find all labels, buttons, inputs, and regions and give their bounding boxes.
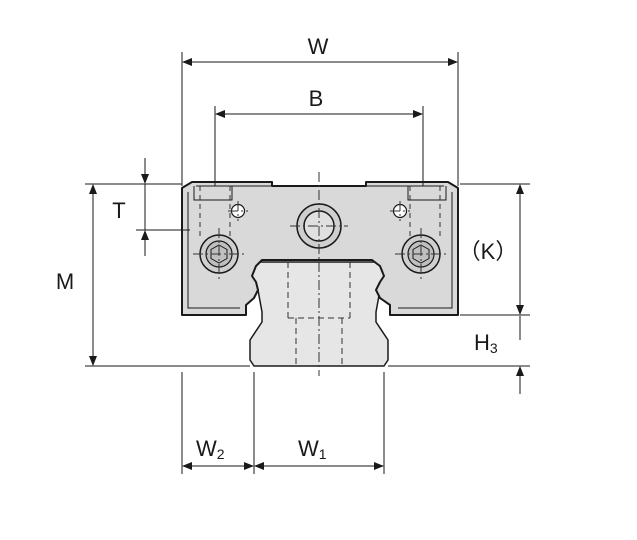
guide-rail	[247, 261, 391, 367]
label-W: W	[308, 34, 329, 59]
dimension-lines	[89, 58, 524, 470]
extension-lines	[85, 52, 530, 474]
label-T: T	[112, 198, 125, 223]
label-W1: W1	[298, 436, 327, 462]
label-H3: H3	[474, 330, 498, 356]
label-M: M	[56, 269, 74, 294]
label-W2: W2	[196, 436, 225, 462]
centerlines	[193, 172, 447, 376]
label-K: （K）	[459, 239, 518, 264]
label-B: B	[309, 86, 324, 111]
